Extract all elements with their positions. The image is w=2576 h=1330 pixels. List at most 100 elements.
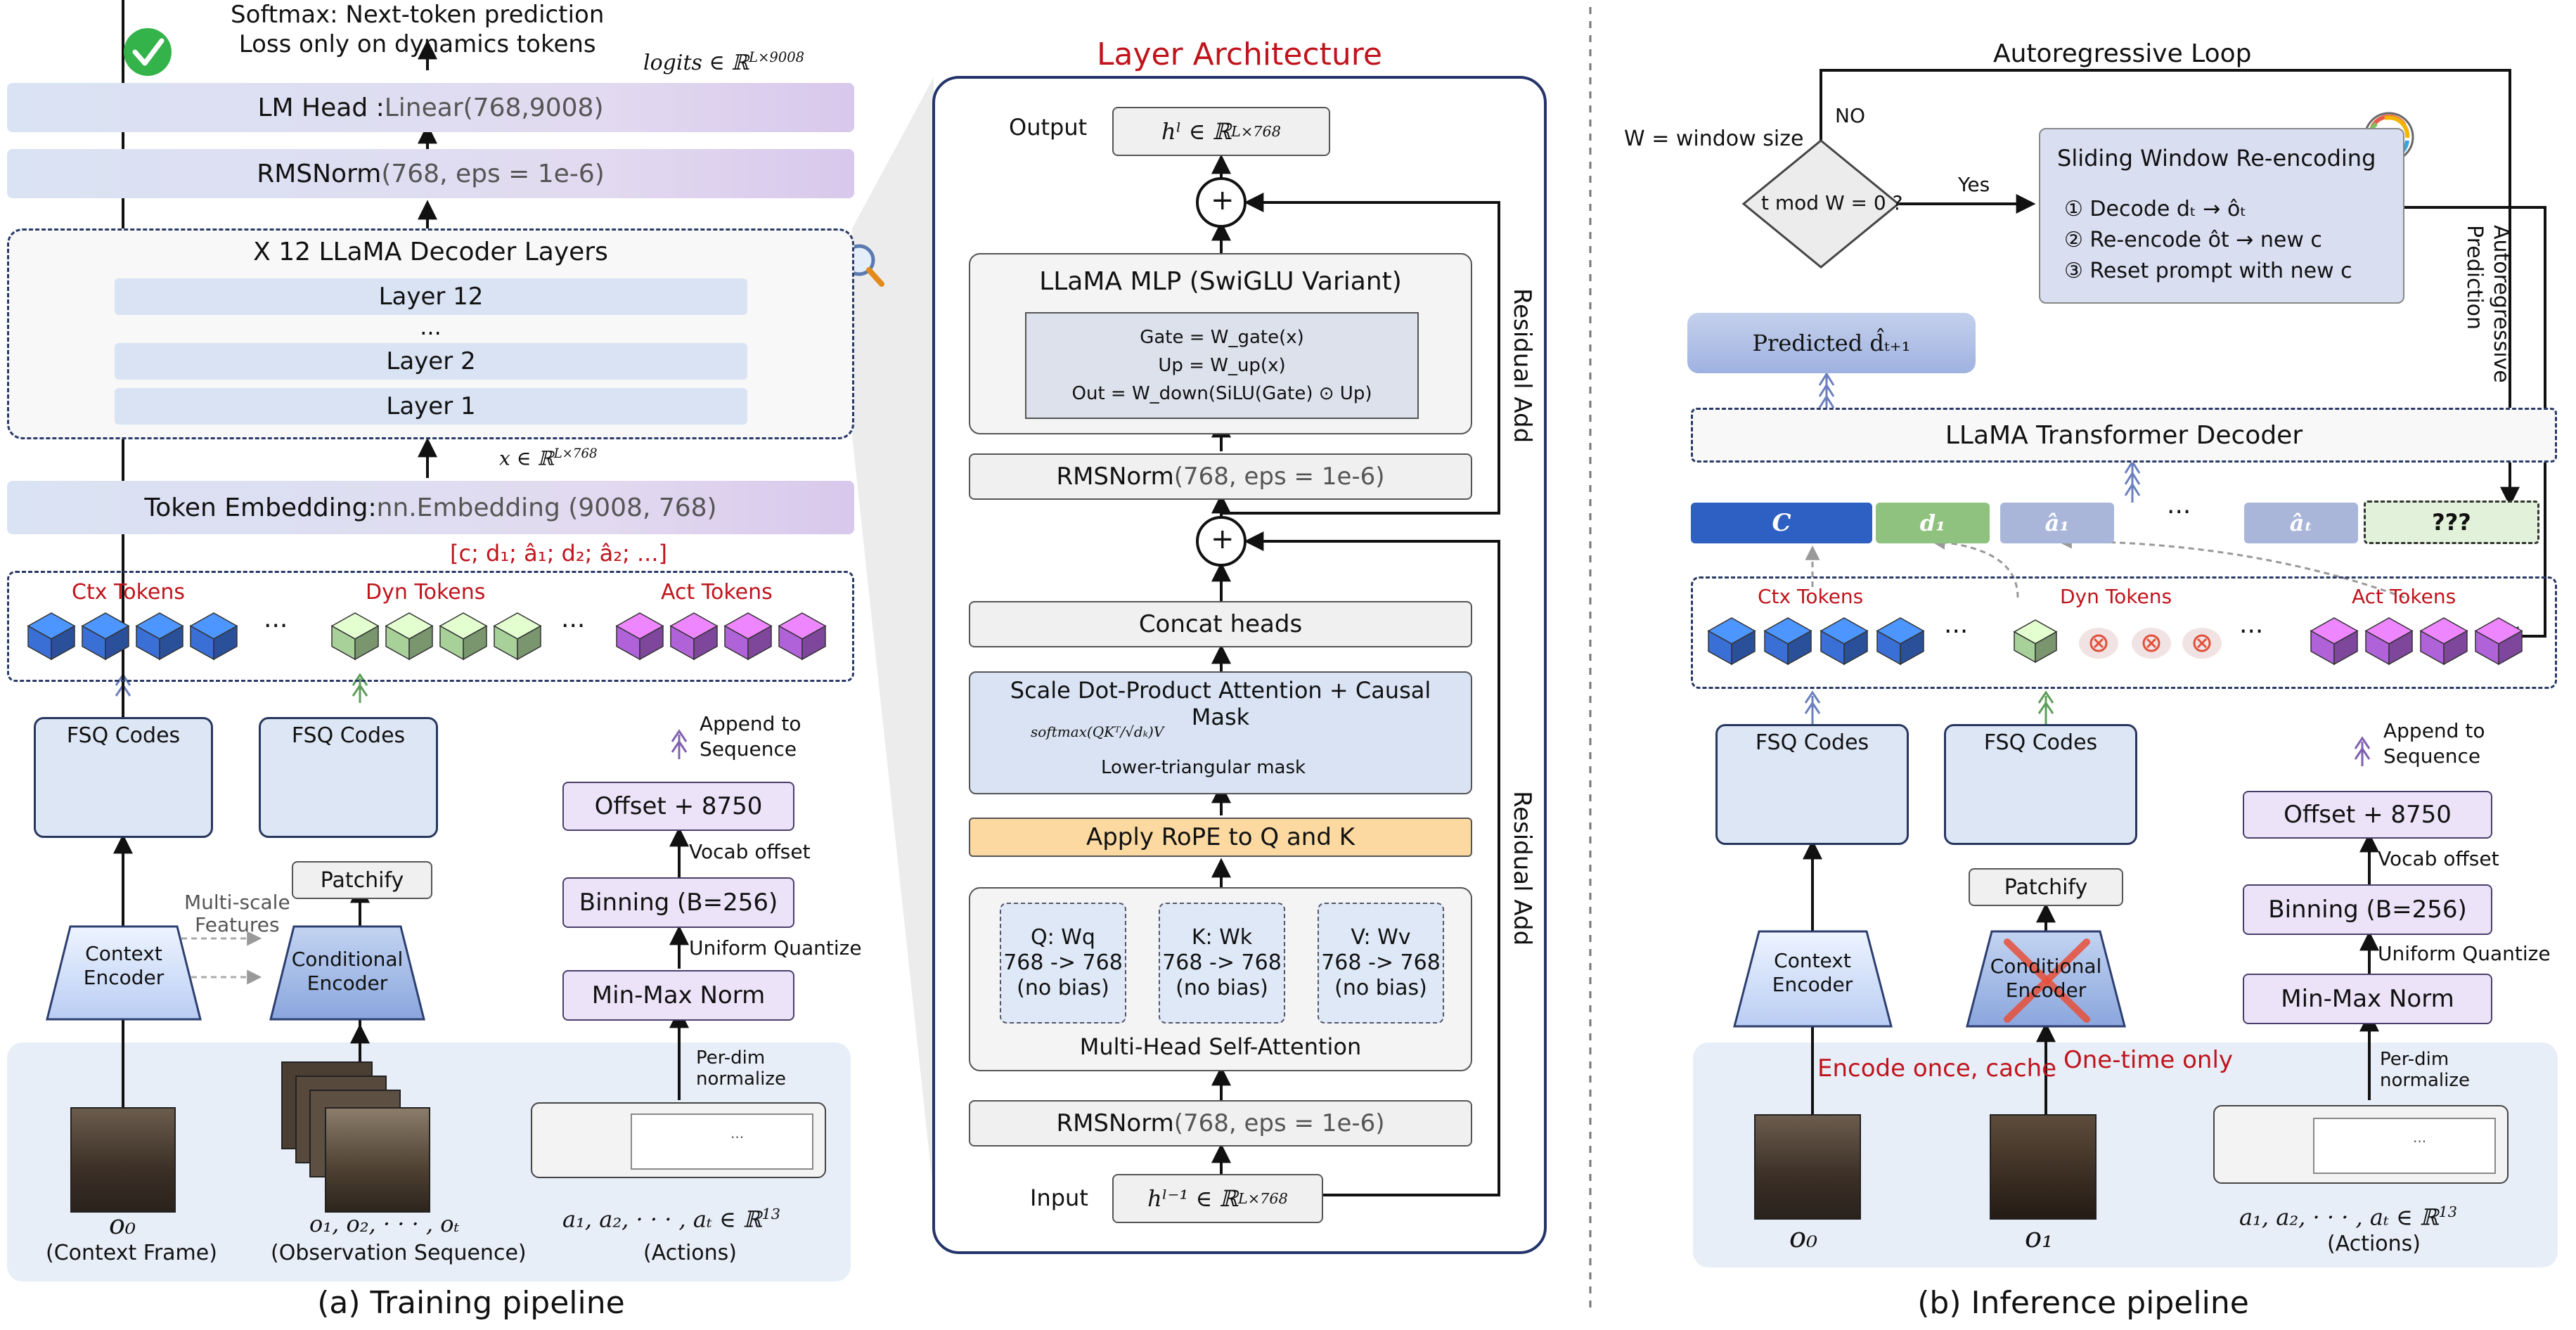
vocab-offset-label: Vocab offset: [689, 840, 811, 863]
binning-box-right: Binning (B=256): [2243, 884, 2492, 935]
ctx-dots: ···: [264, 612, 288, 640]
right-input-panel: [1693, 1042, 2558, 1267]
decoder-layers-group: X 12 LLaMA Decoder Layers Layer 12 ... L…: [7, 228, 854, 439]
fsq-codes-label: FSQ Codes: [66, 723, 181, 748]
obs-seq-label: o₁, o₂, · · · , oₜ: [309, 1210, 460, 1237]
o0-image: [1754, 1114, 1861, 1220]
v-projection: V: Wv 768 -> 768 (no bias): [1318, 903, 1444, 1024]
masked-token-icon: [2182, 628, 2222, 659]
lm-head-spec: Linear(768,9008): [384, 93, 604, 122]
ctx-dots-right: ···: [1944, 617, 1969, 646]
ctx-tokens-label: Ctx Tokens: [72, 580, 185, 605]
encode-once-label: Encode once, cache: [1817, 1054, 2057, 1083]
one-time-label: One-time only: [2063, 1046, 2234, 1074]
layer-2: Layer 2: [115, 343, 747, 380]
predicted-box: Predicted d̂ₜ₊₁: [1687, 313, 1976, 373]
mlp-out: Out = W_down(SiLU(Gate) ⊙ Up): [1071, 383, 1372, 404]
hollow-arrow-append-left: [671, 729, 688, 759]
yes-label: Yes: [1958, 173, 1990, 196]
input-label: Input: [1030, 1184, 1088, 1211]
fsq-codes-label: FSQ Codes: [1983, 730, 2098, 755]
step-2: ② Re-encode ôt → new c: [2064, 228, 2322, 252]
binning-box: Binning (B=256): [562, 877, 794, 928]
predicted-label: Predicted d̂ₜ₊₁: [1752, 330, 1911, 356]
patchify-box-right: Patchify: [1969, 868, 2123, 906]
training-caption: (a) Training pipeline: [317, 1285, 625, 1321]
masked-token-icon: [2132, 628, 2171, 659]
act-token-cube: [669, 612, 719, 661]
sequence-label: [c; d₁; â₁; d₂; â₂; ...]: [450, 540, 667, 567]
fsq-codes-label: FSQ Codes: [1755, 730, 1869, 755]
actions-grid-dots: ...: [730, 1125, 745, 1142]
token-at: âₜ: [2244, 503, 2358, 543]
act-token-cube: [2474, 617, 2523, 666]
token-row-left: [7, 571, 854, 682]
dyn-token-cube: [2013, 619, 2058, 664]
masked-token-icon: [2079, 628, 2118, 659]
token-a1: â₁: [2000, 503, 2114, 543]
rmsnorm-mid-spec: (768, eps = 1e-6): [1173, 1109, 1385, 1137]
dyn-tokens-label-right: Dyn Tokens: [2060, 585, 2172, 608]
dyn-dots: ···: [561, 612, 586, 640]
context-frame-image: [70, 1107, 176, 1213]
rmsnorm-label: RMSNorm: [257, 159, 382, 188]
rmsnorm-mid-label: RMSNorm: [1056, 1109, 1174, 1137]
ctx-token-cube: [135, 612, 184, 661]
conditional-encoder-right: Conditional Encoder: [1990, 955, 2102, 1002]
actions-seq-label-right: a₁, a₂, · · · , aₜ ∈ ℝ13: [2239, 1203, 2457, 1231]
rmsnorm-bar: RMSNorm (768, eps = 1e-6): [7, 149, 854, 198]
act-token-cube: [2419, 617, 2468, 666]
attention-title: Scale Dot-Product Attention + Causal Mas…: [1010, 677, 1431, 730]
act-token-cube: [2364, 617, 2414, 666]
offset-box: Offset + 8750: [562, 782, 794, 831]
token-dots: ···: [2167, 498, 2191, 527]
token-c: C: [1691, 503, 1872, 543]
context-encoder: Context Encoder: [83, 942, 165, 989]
act-tokens-label-right: Act Tokens: [2352, 585, 2456, 608]
dyn-token-cube: [493, 612, 542, 661]
residual-add-top: [1196, 177, 1247, 228]
act-token-cube: [615, 612, 664, 661]
context-frame-caption: (Context Frame): [46, 1241, 217, 1265]
plus-bottom: +: [1211, 523, 1235, 555]
crossed-out-icon: [2004, 938, 2090, 1023]
ctx-token-cube: [1876, 617, 1925, 666]
o1-image: [1990, 1114, 2097, 1220]
ctx-token-cube: [189, 612, 238, 661]
q-projection: Q: Wq 768 -> 768 (no bias): [1000, 903, 1126, 1024]
token-embedding-label: Token Embedding:: [144, 493, 377, 522]
autoreg-loop-title: Autoregressive Loop: [1993, 39, 2252, 68]
dyn-token-cube: [330, 612, 380, 661]
softmax-formula: softmax(QKᵀ/√dₖ)V: [1031, 723, 1164, 740]
rmsnorm-spec: (768, eps = 1e-6): [381, 159, 605, 188]
window-size-label: W = window size: [1624, 127, 1804, 151]
llama-mlp-box: LLaMA MLP (SwiGLU Variant) Gate = W_gate…: [969, 253, 1472, 434]
actions-grid-right: ...: [2313, 1118, 2496, 1174]
rmsnorm-mid-top: RMSNorm (768, eps = 1e-6): [969, 453, 1472, 500]
token-embedding-bar: Token Embedding: nn.Embedding (9008, 768…: [7, 481, 854, 534]
vocab-offset-label-right: Vocab offset: [2378, 847, 2499, 870]
rmsnorm-mid-label: RMSNorm: [1056, 463, 1174, 491]
rmsnorm-mid-bottom: RMSNorm (768, eps = 1e-6): [969, 1100, 1472, 1147]
ctx-tokens-label-right: Ctx Tokens: [1758, 585, 1864, 608]
sliding-window-steps: ① Decode dₜ → ôₜ ② Re-encode ôt → new c …: [2064, 194, 2352, 287]
fsq-codes-right-1: FSQ Codes: [1715, 724, 1909, 845]
context-encoder-right: Context Encoder: [1772, 949, 1853, 996]
fsq-codes-label: FSQ Codes: [291, 723, 406, 748]
rope-box: Apply RoPE to Q and K: [969, 818, 1472, 857]
check-icon: [124, 28, 172, 76]
decoder-layers-title: X 12 LLaMA Decoder Layers: [253, 238, 608, 266]
no-label: NO: [1835, 104, 1865, 127]
uniform-quantize-label: Uniform Quantize: [689, 936, 862, 960]
layer-12: Layer 12: [115, 278, 747, 315]
hollow-arrow-ctx-right: [1804, 690, 1821, 724]
hollow-arrow-dyn-right: [2037, 690, 2054, 724]
o0-label-right: o₀: [1789, 1222, 1818, 1254]
obs-frame-t: [325, 1107, 430, 1213]
act-dots-right: ···: [2239, 617, 2264, 646]
conditional-encoder: Conditional Encoder: [291, 948, 404, 995]
layer-arch-title: Layer Architecture: [1096, 37, 1383, 72]
context-encoder-shape-right: [1733, 930, 1893, 1028]
